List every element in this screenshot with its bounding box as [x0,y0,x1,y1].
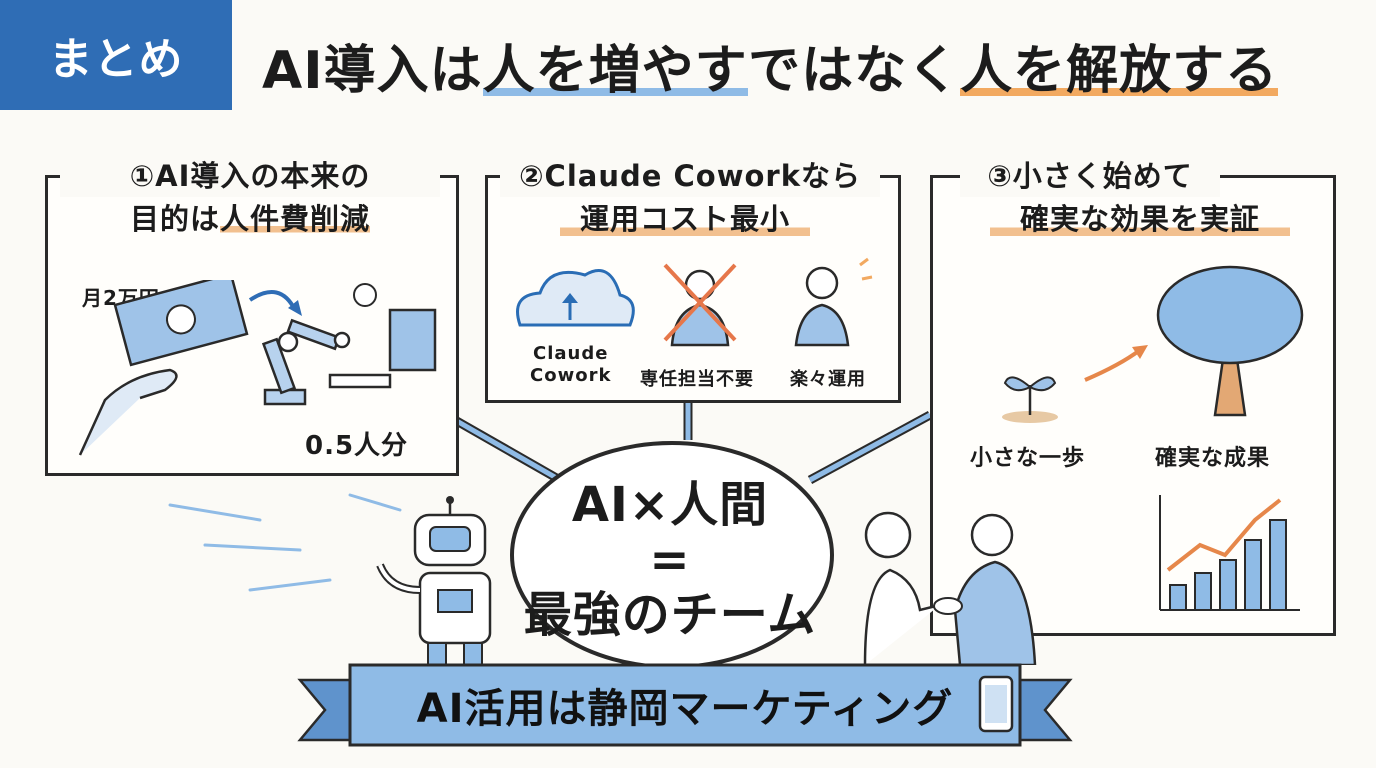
hand-icon [78,368,178,456]
banner-text: AI活用は静岡マーケティング [416,686,954,732]
cloud-icon [516,269,635,327]
growth-illustration [1002,265,1304,611]
panel2-title-line2: 運用コスト最小 [560,198,810,240]
panel-proof [930,175,1336,636]
title-part3: ではなく [748,41,961,101]
smartphone-icon [978,675,1014,733]
center-line3: 最強のチーム [523,587,817,643]
cloud-label-line2: Cowork [530,365,612,386]
center-line1: AI×人間 [571,477,769,533]
page-title: AI導入は人を増やすではなく人を解放する [262,28,1279,103]
summary-badge: まとめ [0,0,232,110]
tree-icon [1156,265,1304,417]
handshake-icon [863,511,1037,665]
panel3-title-line1: ③小さく始めて [960,155,1220,197]
sprout-icon [1002,376,1058,423]
ribbon-banner [297,663,1073,747]
robot-label: 0.5人分 [305,431,409,461]
cloud-label-line1: Claude [532,343,609,364]
no-staff-icon [663,263,737,347]
growth-chart-icon [1159,495,1300,611]
center-line2: = [649,532,691,588]
computer-icon [328,308,437,389]
clock-icon [353,283,377,307]
panel1-title-line2: 目的は人件費削減 [75,198,425,240]
panel1-title-highlight: 人件費削減 [220,202,371,236]
tree-label: 確実な成果 [1155,446,1271,471]
banknote-icon [113,280,249,367]
cost-illustration [516,257,873,347]
title-part2: 人を増やす [482,41,749,101]
easy-operation-label: 楽々運用 [790,369,866,390]
title-part1: AI導入は [262,41,483,101]
money-to-robot-illustration [78,280,437,456]
robot-arm-icon [261,318,351,406]
title-part4: 人を解放する [960,41,1279,101]
robot-icon [376,496,492,669]
panel1-title-line1: ①AI導入の本来の [60,155,440,197]
panel1-title-prefix: 目的は [129,202,220,236]
panel3-title-line2: 確実な効果を実証 [990,198,1290,240]
center-message: AI×人間 = 最強のチーム [520,478,820,643]
sprout-label: 小さな一歩 [970,446,1086,471]
happy-staff-icon [794,257,873,347]
no-staff-label: 専任担当不要 [640,369,754,390]
panel2-title-line1: ②Claude Coworkなら [500,155,880,197]
